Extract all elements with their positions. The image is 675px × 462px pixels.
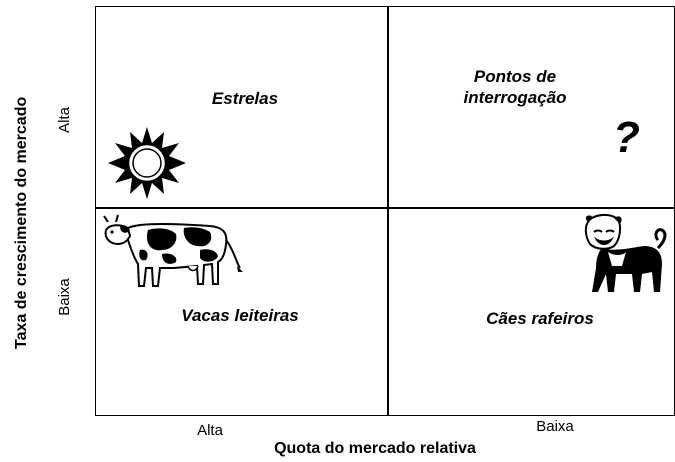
quadrant-label-cash-cows: Vacas leiteiras	[181, 306, 299, 325]
question-marks-line2: interrogação	[463, 88, 567, 107]
x-axis-low-label: Baixa	[536, 418, 574, 435]
vertical-divider	[387, 6, 389, 416]
dog-icon	[584, 214, 667, 292]
question-marks-line1: Pontos de	[473, 67, 557, 86]
x-axis-title: Quota do mercado relativa	[274, 440, 476, 457]
quadrant-label-question-marks: Pontos de interrogação	[440, 66, 590, 108]
x-axis-high-label: Alta	[197, 422, 223, 439]
quadrant-label-stars: Estrelas	[211, 89, 279, 108]
sun-icon	[108, 127, 186, 199]
question-mark-symbol: ?	[613, 113, 640, 162]
cow-icon	[103, 214, 243, 287]
y-axis-title: Taxa de crescimento do mercado	[13, 96, 30, 349]
quadrant-label-dogs: Cães rafeiros	[486, 309, 594, 328]
horizontal-divider	[95, 207, 675, 209]
y-axis-low-label: Baixa	[56, 278, 73, 316]
y-axis-high-label: Alta	[56, 107, 73, 133]
